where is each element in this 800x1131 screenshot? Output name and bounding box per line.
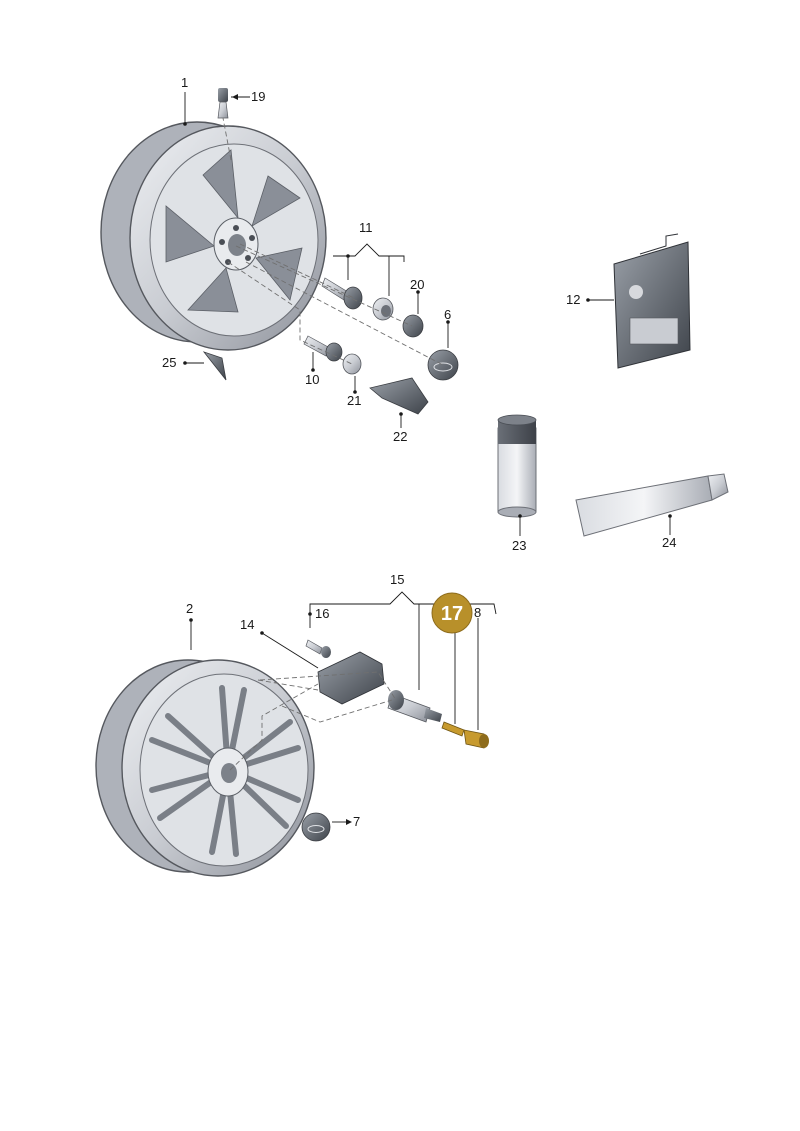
hub-cap-7: [301, 812, 331, 842]
wheel-2: [95, 659, 315, 877]
callout-1[interactable]: 1: [181, 75, 188, 90]
callout-16[interactable]: 16: [315, 606, 329, 621]
callout-labels: 1 19 11 20 12 6 25 10 21 22 23 24 15 2 1…: [162, 75, 676, 829]
wheel-1: [100, 121, 327, 351]
locking-bolt-nut: [372, 297, 394, 321]
kit-package-12: [613, 233, 691, 369]
callout-22[interactable]: 22: [393, 429, 407, 444]
valve-core-17: [441, 721, 465, 737]
callout-19[interactable]: 19: [251, 89, 265, 104]
balance-weight-25: [202, 351, 227, 381]
bolt-10: [303, 335, 343, 362]
highlight-badge: [431, 592, 473, 634]
leader-tips: [183, 94, 672, 825]
callout-8[interactable]: 8: [474, 605, 481, 620]
callout-11[interactable]: 11: [359, 220, 373, 235]
cap-21: [342, 353, 362, 375]
wheel-bolt-11: [321, 277, 363, 310]
hub-cap-6: [427, 349, 459, 381]
valve-stem-19: [217, 88, 229, 119]
callout-14[interactable]: 14: [240, 617, 254, 632]
cap-20: [402, 314, 424, 338]
callout-10[interactable]: 10: [305, 372, 319, 387]
callout-20[interactable]: 20: [410, 277, 424, 292]
callout-21[interactable]: 21: [347, 393, 361, 408]
grease-tube-24: [575, 473, 729, 537]
tool-22: [369, 377, 429, 415]
tire-pressure-sensor-14: [317, 651, 385, 705]
callout-12[interactable]: 12: [566, 292, 580, 307]
callout-7[interactable]: 7: [353, 814, 360, 829]
valve-15: [387, 690, 442, 723]
callout-6[interactable]: 6: [444, 307, 451, 322]
spray-can-23: [497, 414, 537, 518]
callout-15[interactable]: 15: [390, 572, 404, 587]
valve-cap-8: [463, 729, 489, 749]
callout-23[interactable]: 23: [512, 538, 526, 553]
callout-17[interactable]: 17: [441, 603, 463, 625]
callout-2[interactable]: 2: [186, 601, 193, 616]
callout-24[interactable]: 24: [662, 535, 676, 550]
screw-16: [305, 639, 331, 658]
callout-25[interactable]: 25: [162, 355, 176, 370]
leader-lines: [184, 92, 671, 823]
